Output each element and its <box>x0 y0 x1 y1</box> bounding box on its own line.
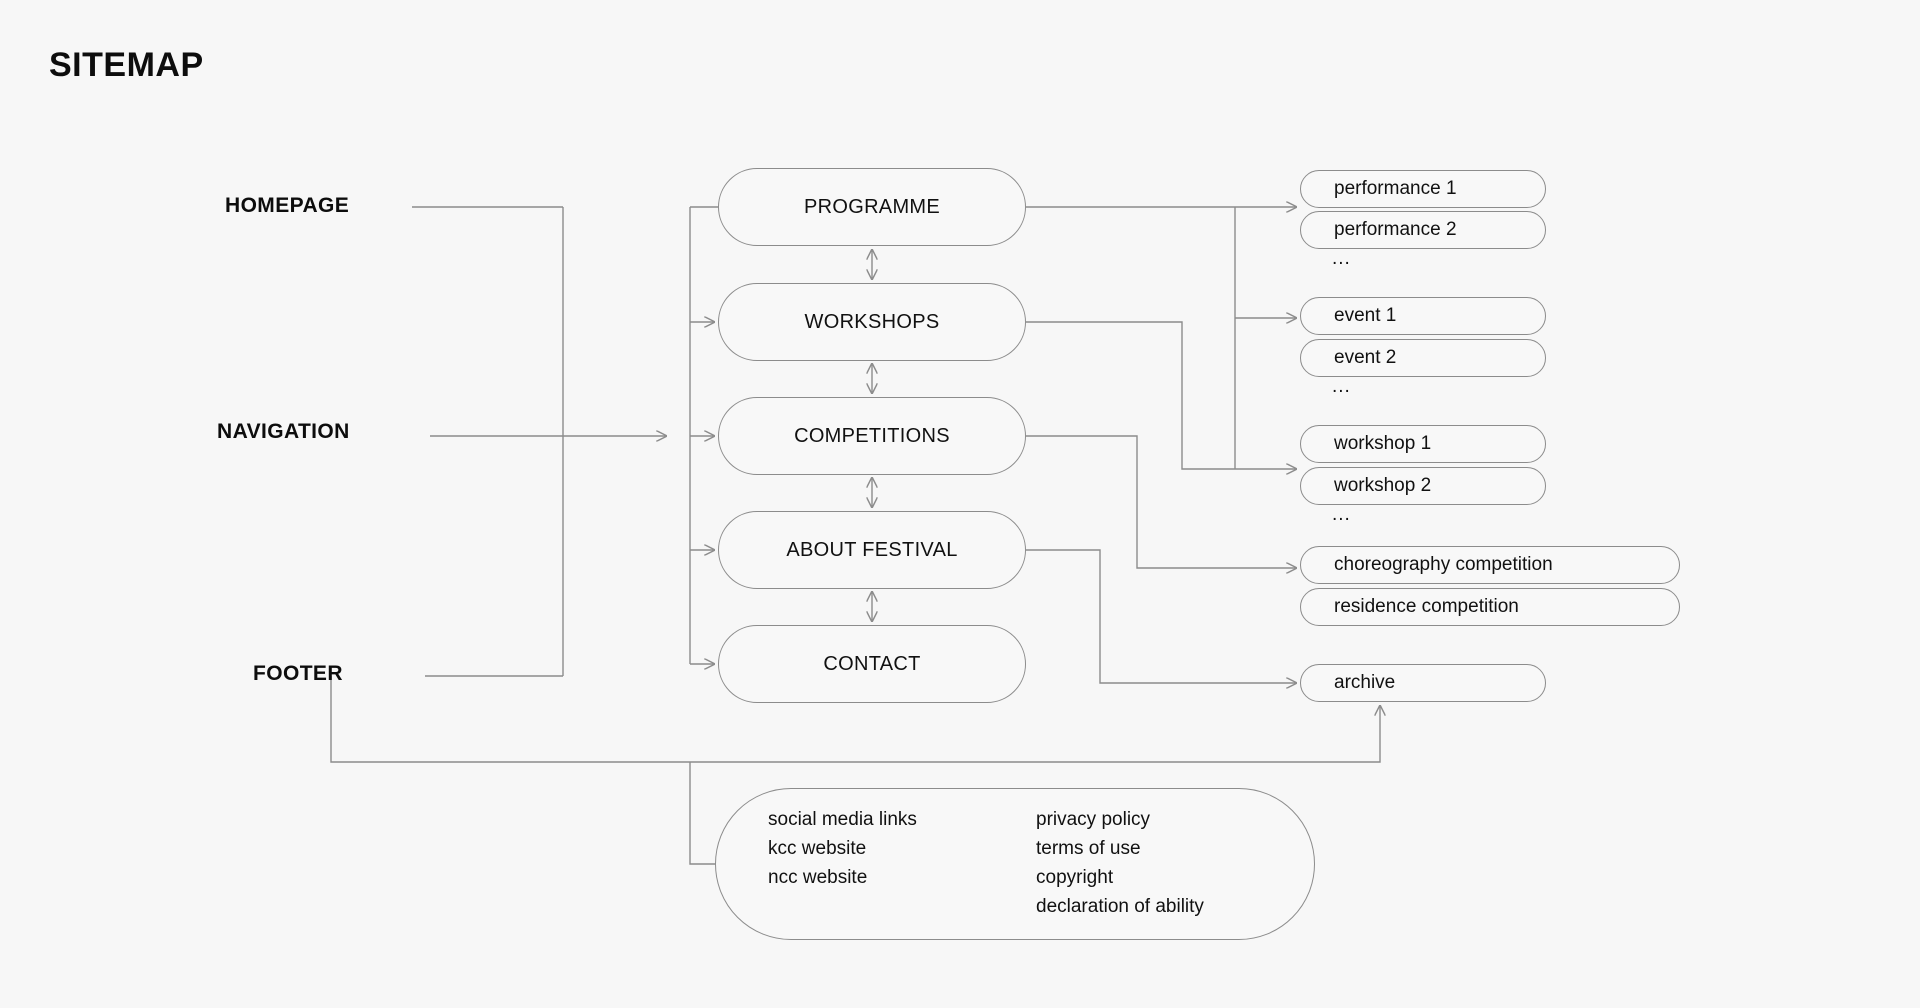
wire-competitions-to-competition-leaves <box>1026 435 1296 568</box>
footer-column-left: social media links kcc website ncc websi… <box>768 806 968 922</box>
footer-link-declaration-of-ability[interactable]: declaration of ability <box>1036 895 1204 917</box>
leaf-node-archive[interactable]: archive <box>1300 664 1546 702</box>
footer-link-ncc-website[interactable]: ncc website <box>768 867 868 888</box>
leaf-node-event-2[interactable]: event 2 <box>1300 339 1546 377</box>
leaf-node-performance-2[interactable]: performance 2 <box>1300 211 1546 249</box>
section-label-homepage: HOMEPAGE <box>225 194 350 217</box>
nav-node-contact[interactable]: CONTACT <box>718 625 1026 703</box>
leaf-node-workshop-2[interactable]: workshop 2 <box>1300 467 1546 505</box>
ellipsis-workshops: ... <box>1332 504 1351 525</box>
footer-links-box: social media links kcc website ncc websi… <box>715 788 1315 940</box>
section-label-footer: FOOTER <box>253 662 343 685</box>
footer-link-kcc-website[interactable]: kcc website <box>768 838 867 860</box>
leaf-node-workshop-1[interactable]: workshop 1 <box>1300 425 1546 463</box>
footer-column-right: privacy policy terms of use copyright de… <box>1036 806 1204 922</box>
footer-link-copyright[interactable]: copyright <box>1036 867 1114 888</box>
leaf-node-event-1[interactable]: event 1 <box>1300 297 1546 335</box>
wire-workshops-to-workshop-leaves <box>1026 321 1235 470</box>
nav-node-programme[interactable]: PROGRAMME <box>718 168 1026 246</box>
section-label-navigation: NAVIGATION <box>217 420 350 443</box>
nav-node-competitions[interactable]: COMPETITIONS <box>718 397 1026 475</box>
footer-link-privacy-policy[interactable]: privacy policy <box>1036 809 1151 831</box>
nav-node-about-festival[interactable]: ABOUT FESTIVAL <box>718 511 1026 589</box>
leaf-node-choreography-competition[interactable]: choreography competition <box>1300 546 1680 584</box>
ellipsis-events: ... <box>1332 376 1351 397</box>
page-title: SITEMAP <box>49 46 204 84</box>
footer-link-terms-of-use[interactable]: terms of use <box>1036 838 1141 860</box>
footer-columns: social media links kcc website ncc websi… <box>768 806 1204 922</box>
wire-footer-bus-to-footer-box <box>689 762 716 865</box>
leaf-node-performance-1[interactable]: performance 1 <box>1300 170 1546 208</box>
wire-about-to-archive <box>1026 549 1296 683</box>
leaf-node-residence-competition[interactable]: residence competition <box>1300 588 1680 626</box>
nav-node-workshops[interactable]: WORKSHOPS <box>718 283 1026 361</box>
ellipsis-programme: ... <box>1332 248 1351 269</box>
footer-link-social-media[interactable]: social media links <box>768 809 917 831</box>
